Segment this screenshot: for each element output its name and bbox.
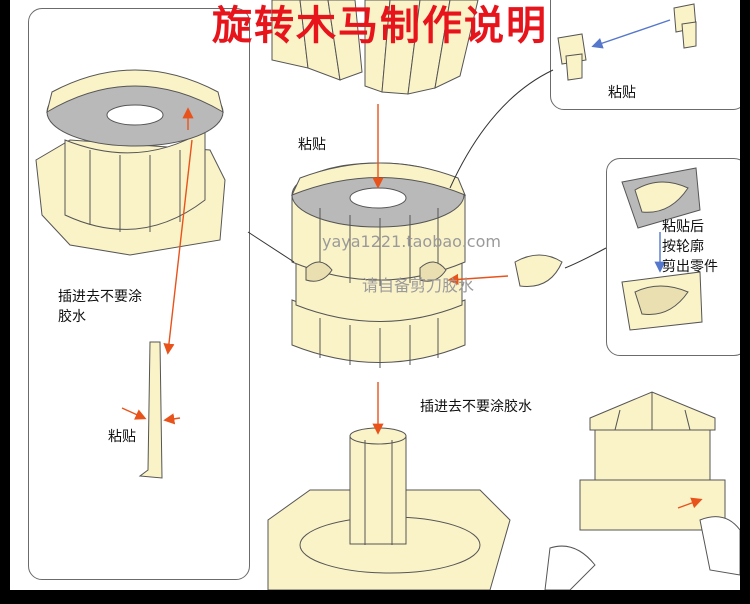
label-paste-top-right: 粘贴	[608, 85, 636, 101]
canopy-right-piece	[364, 0, 479, 95]
base-pole	[267, 427, 511, 590]
label-after-paste-1: 粘贴后	[662, 219, 704, 235]
left-panel-assembly	[35, 69, 226, 479]
label-paste-center: 粘贴	[298, 137, 326, 153]
label-after-paste-2: 按轮廓	[662, 239, 704, 255]
blue-arrows	[591, 19, 671, 273]
diagram-board: 旋转木马制作说明 粘贴 粘贴 粘贴 插进去不要涂 胶水 插进去不要涂胶水 粘贴后…	[10, 0, 740, 590]
label-insert-no-glue-bottom: 插进去不要涂胶水	[420, 399, 532, 415]
watermark-note: 请自备剪刀胶水	[362, 276, 475, 295]
label-insert-no-glue-2: 胶水	[58, 309, 86, 325]
central-carousel	[291, 162, 466, 368]
label-insert-no-glue-1: 插进去不要涂	[58, 289, 142, 305]
watermark-url: yaya1221.taobao.com	[322, 232, 501, 251]
horse-cutout-pieces	[514, 167, 703, 331]
canopy-left-piece	[271, 0, 363, 81]
tab-pieces	[557, 3, 697, 81]
label-after-paste-3: 剪出零件	[662, 259, 718, 275]
diagram-drawing	[35, 0, 740, 590]
page-title: 旋转木马制作说明	[212, 3, 548, 49]
orange-arrows	[121, 104, 703, 509]
finished-carousel	[544, 391, 740, 590]
label-paste-left-bottom: 粘贴	[108, 429, 136, 445]
connector-lines	[247, 69, 607, 269]
